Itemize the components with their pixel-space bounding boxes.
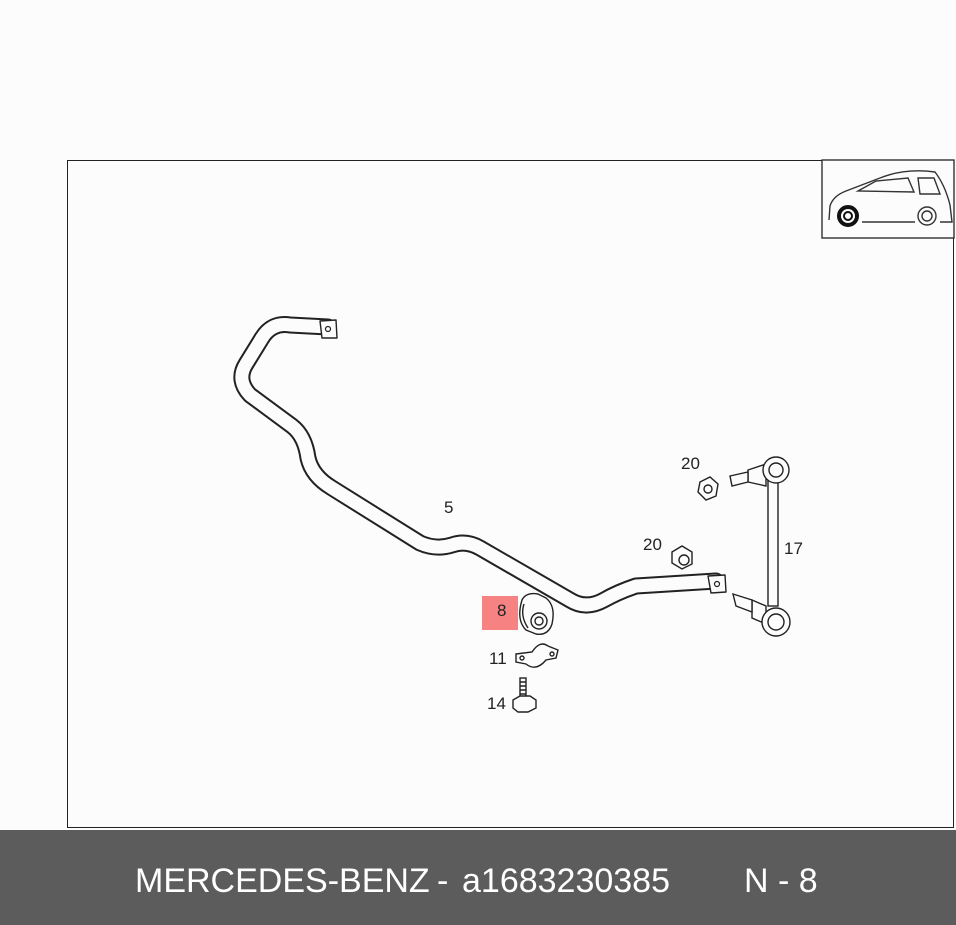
stabilizer-bar <box>233 316 727 614</box>
position-number: N - 8 <box>744 862 818 900</box>
separator: - <box>437 862 449 900</box>
callout-20-upper: 20 <box>681 454 700 473</box>
link-rod <box>729 456 791 637</box>
callout-17: 17 <box>784 539 803 558</box>
nut-upper <box>697 476 719 501</box>
clamp <box>515 643 559 668</box>
nut-lower <box>671 545 693 570</box>
callout-8: 8 <box>482 596 519 630</box>
car-front-wheel-icon <box>828 170 953 227</box>
parts-diagram-frame <box>67 160 954 828</box>
parts-diagram <box>233 159 955 713</box>
callout-11: 11 <box>489 649 507 668</box>
part-number: a1683230385 <box>462 862 671 900</box>
vehicle-thumbnail <box>821 159 955 239</box>
bolt <box>512 677 537 713</box>
brand-name: MERCEDES-BENZ <box>135 862 430 900</box>
footer-bar: MERCEDES-BENZ - a1683230385 N - 8 <box>0 830 956 925</box>
callout-5: 5 <box>444 498 454 517</box>
callout-20-lower: 20 <box>643 535 662 554</box>
callout-14: 14 <box>487 694 506 713</box>
bushing <box>519 592 554 635</box>
